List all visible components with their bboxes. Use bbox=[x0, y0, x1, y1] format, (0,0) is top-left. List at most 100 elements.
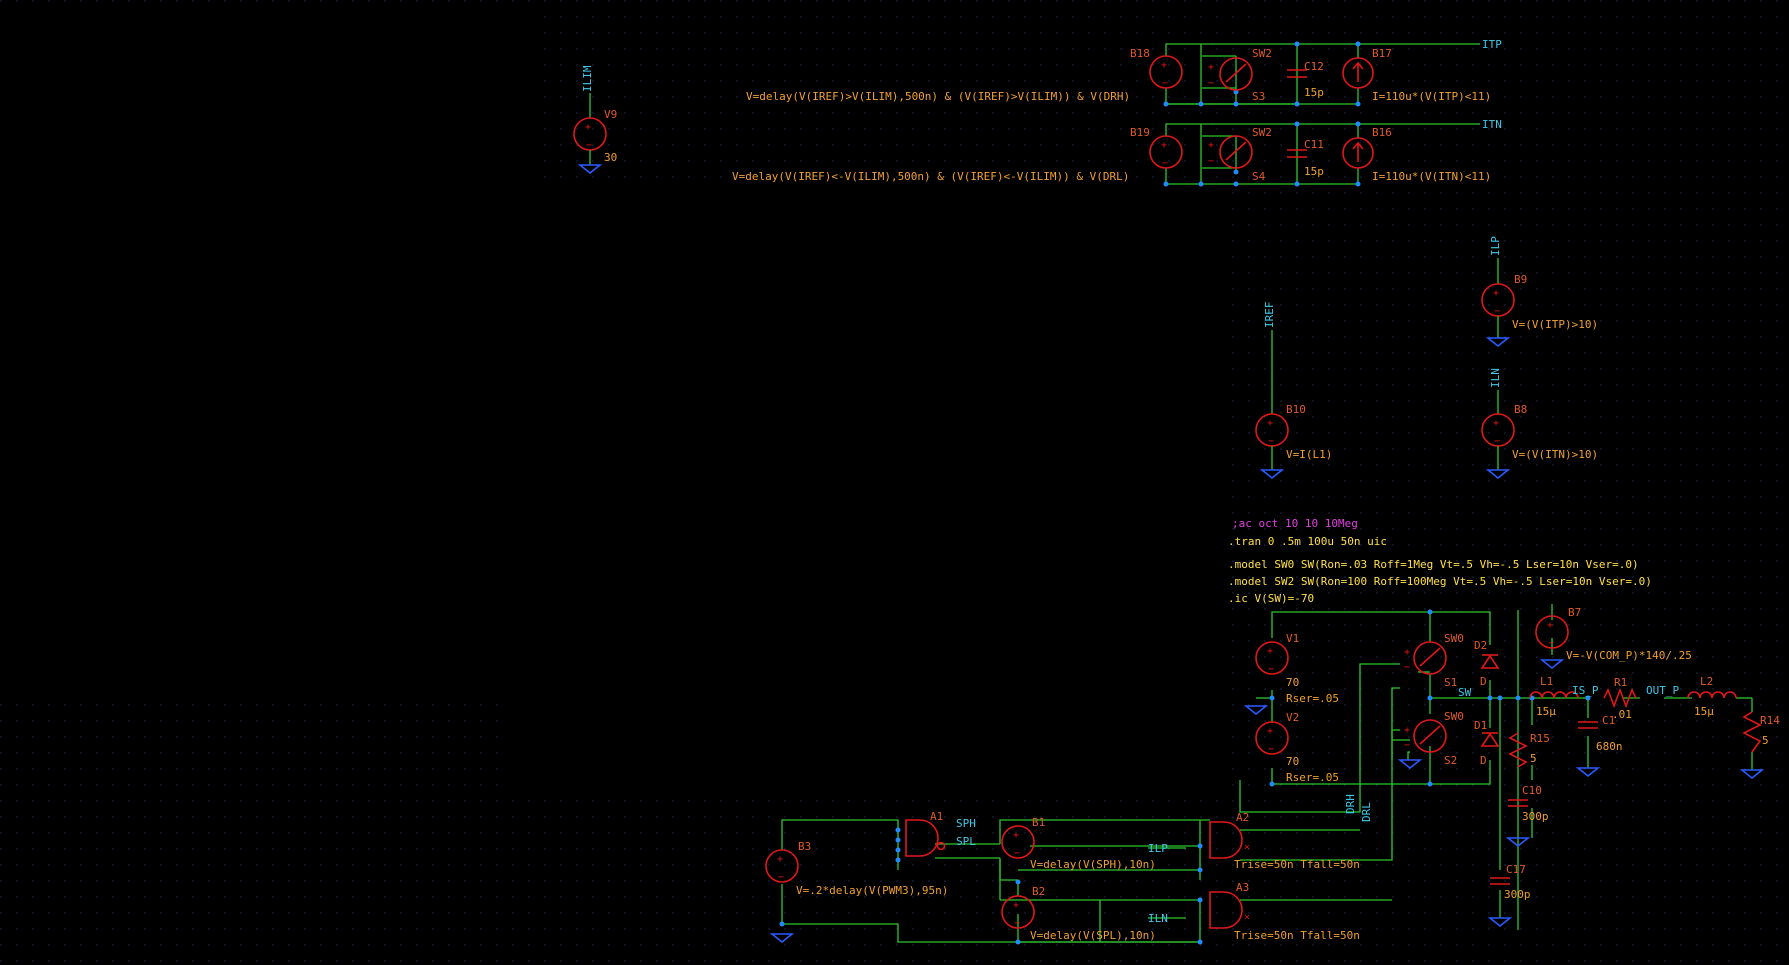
svg-text:−: − bbox=[1494, 306, 1500, 317]
ilim-label: ILIM bbox=[581, 65, 594, 92]
model-sw0-directive[interactable]: .model SW0 SW(Ron=.03 Roff=1Meg Vt=.5 Vh… bbox=[1228, 558, 1639, 571]
r14-value: 5 bbox=[1762, 734, 1769, 747]
a3-logic-gate[interactable]: × bbox=[1209, 891, 1250, 929]
r1-resistor[interactable] bbox=[1603, 687, 1637, 709]
sw-net-label: SW bbox=[1458, 686, 1472, 699]
sw0-switch-top[interactable]: +− bbox=[1404, 641, 1447, 675]
svg-text:−: − bbox=[1404, 662, 1410, 673]
b16-name: B16 bbox=[1372, 126, 1392, 139]
s3-name: S3 bbox=[1252, 90, 1265, 103]
c11-capacitor[interactable] bbox=[1287, 149, 1307, 158]
spl-label: SPL bbox=[956, 835, 976, 848]
a2-timing: Trise=50n Tfall=50n bbox=[1234, 858, 1360, 871]
b10-name: B10 bbox=[1286, 403, 1306, 416]
r15-resistor[interactable] bbox=[1508, 732, 1528, 768]
svg-text:−: − bbox=[1404, 740, 1410, 751]
b1-source[interactable]: +− bbox=[1001, 825, 1035, 859]
b9-source[interactable]: +− bbox=[1481, 258, 1515, 348]
d1-diode[interactable] bbox=[1480, 732, 1500, 747]
b17-current-source[interactable] bbox=[1342, 57, 1374, 89]
a3-timing: Trise=50n Tfall=50n bbox=[1234, 929, 1360, 942]
ic-directive[interactable]: .ic V(SW)=-70 bbox=[1228, 592, 1314, 605]
svg-text:×: × bbox=[1244, 912, 1250, 923]
b10-expression: V=I(L1) bbox=[1286, 448, 1332, 461]
svg-text:−: − bbox=[1208, 156, 1214, 167]
svg-text:+: + bbox=[585, 122, 591, 133]
sw2-switch-top[interactable]: +− bbox=[1208, 57, 1253, 91]
v1-ground bbox=[1243, 705, 1269, 716]
b8-expression: V=(V(ITN)>10) bbox=[1512, 448, 1598, 461]
sw2-switch-bottom[interactable]: +− bbox=[1208, 135, 1253, 169]
b10-source[interactable]: +− bbox=[1255, 330, 1289, 480]
svg-text:+: + bbox=[1404, 647, 1410, 658]
r14-name: R14 bbox=[1760, 714, 1780, 727]
c17-name: C17 bbox=[1506, 863, 1526, 876]
l1-inductor[interactable] bbox=[1529, 691, 1579, 699]
v1-value: 70 bbox=[1286, 676, 1299, 689]
iref-label: IREF bbox=[1263, 302, 1276, 329]
c17-capacitor[interactable] bbox=[1490, 877, 1510, 885]
svg-text:+: + bbox=[1013, 830, 1019, 841]
c12-capacitor[interactable] bbox=[1287, 69, 1307, 78]
ilp-a2-label: ILP bbox=[1148, 842, 1168, 855]
v9-source[interactable]: +− bbox=[573, 93, 607, 175]
b1-expression: V=delay(V(SPH),10n) bbox=[1030, 858, 1156, 871]
r15-name: R15 bbox=[1530, 732, 1550, 745]
a1-logic-gate[interactable] bbox=[905, 819, 946, 857]
svg-text:×: × bbox=[1244, 842, 1250, 853]
power-stage-dots bbox=[1269, 609, 1591, 787]
svg-text:+: + bbox=[1013, 900, 1019, 911]
svg-text:+: + bbox=[1404, 725, 1410, 736]
svg-text:+: + bbox=[1267, 726, 1273, 737]
l2-inductor[interactable] bbox=[1687, 691, 1737, 699]
b3-source[interactable]: +− bbox=[765, 849, 799, 944]
c12-name: C12 bbox=[1304, 60, 1324, 73]
sph-label: SPH bbox=[956, 817, 976, 830]
l2-name: L2 bbox=[1700, 675, 1713, 688]
drl-label: DRL bbox=[1360, 802, 1373, 822]
ilp-label: ILP bbox=[1489, 236, 1502, 256]
r14-resistor[interactable] bbox=[1739, 711, 1765, 780]
d2-diode[interactable] bbox=[1480, 654, 1500, 669]
c10-capacitor[interactable] bbox=[1508, 799, 1528, 807]
sw2-top-name: SW2 bbox=[1252, 47, 1272, 60]
logic-dots bbox=[779, 827, 1203, 945]
sw0-bottom-name: SW0 bbox=[1444, 710, 1464, 723]
b18-source[interactable]: +− bbox=[1149, 55, 1183, 89]
v2-source[interactable]: +− bbox=[1255, 721, 1289, 755]
v9-value: 30 bbox=[604, 151, 617, 164]
a2-logic-gate[interactable]: × bbox=[1209, 821, 1250, 859]
ac-directive[interactable]: ;ac oct 10 10 10Meg bbox=[1232, 517, 1358, 530]
svg-text:+: + bbox=[1208, 140, 1214, 151]
b8-source[interactable]: +− bbox=[1481, 390, 1515, 480]
c12-value: 15p bbox=[1304, 86, 1324, 99]
v1-source[interactable]: +− bbox=[1255, 641, 1289, 675]
b16-current-source[interactable] bbox=[1342, 137, 1374, 169]
c1-capacitor[interactable] bbox=[1575, 721, 1601, 778]
s2-name: S2 bbox=[1444, 754, 1457, 767]
b2-source[interactable]: +− bbox=[1001, 895, 1035, 929]
power-stage-wires bbox=[1239, 604, 1753, 930]
tran-directive[interactable]: .tran 0 .5m 100u 50n uic bbox=[1228, 535, 1387, 548]
c17-ground bbox=[1487, 917, 1513, 928]
d2-name: D2 bbox=[1474, 639, 1487, 652]
b19-expression: V=delay(V(IREF)<-V(ILIM),500n) & (V(IREF… bbox=[732, 170, 1129, 183]
svg-text:−: − bbox=[1494, 436, 1500, 447]
iln-label: ILN bbox=[1489, 368, 1502, 388]
b18-name: B18 bbox=[1130, 47, 1150, 60]
c11-value: 15p bbox=[1304, 165, 1324, 178]
iln-a3-label: ILN bbox=[1148, 912, 1168, 925]
b7-expression: V=-V(COM_P)*140/.25 bbox=[1566, 649, 1692, 662]
svg-text:−: − bbox=[1208, 78, 1214, 89]
b7-source[interactable]: +− bbox=[1535, 615, 1569, 670]
l1-value: 15µ bbox=[1536, 705, 1556, 718]
svg-text:−: − bbox=[1014, 918, 1020, 929]
svg-text:+: + bbox=[1267, 418, 1273, 429]
b17-name: B17 bbox=[1372, 47, 1392, 60]
sw0-switch-bottom[interactable]: +− bbox=[1404, 719, 1447, 753]
svg-text:+: + bbox=[1493, 288, 1499, 299]
b19-source[interactable]: +− bbox=[1149, 135, 1183, 169]
b1-name: B1 bbox=[1032, 816, 1045, 829]
model-sw2-directive[interactable]: .model SW2 SW(Ron=100 Roff=100Meg Vt=.5 … bbox=[1228, 575, 1652, 588]
